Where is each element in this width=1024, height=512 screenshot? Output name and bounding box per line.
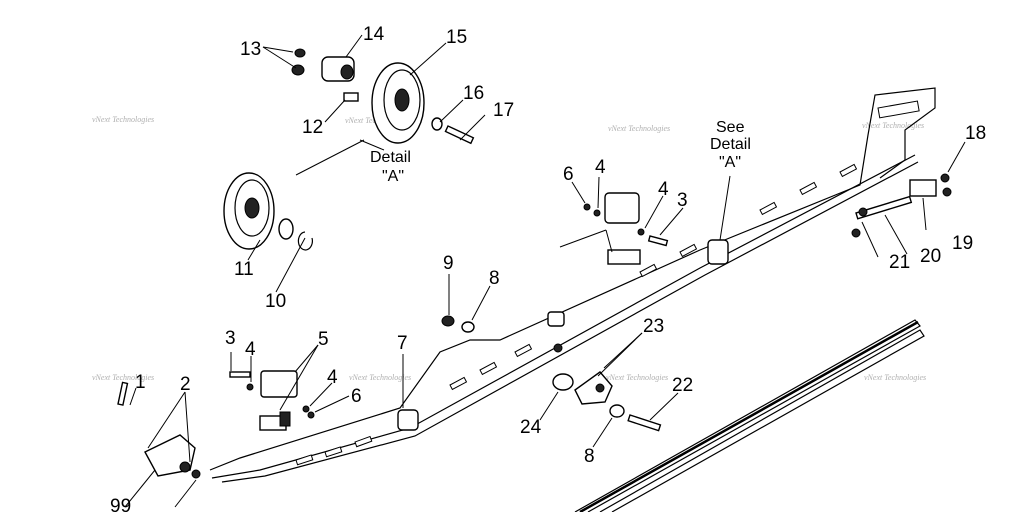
see-detail-line3: "A" bbox=[719, 154, 741, 171]
callout-23: 23 bbox=[643, 316, 664, 337]
callout-2: 2 bbox=[180, 374, 191, 395]
callout-20: 20 bbox=[920, 246, 941, 267]
callout-12: 12 bbox=[302, 117, 323, 138]
callout-19: 19 bbox=[952, 233, 973, 254]
callout-8-bottom: 8 bbox=[584, 446, 595, 467]
detail-a-label-line1: Detail bbox=[370, 149, 411, 166]
callout-1: 1 bbox=[135, 372, 146, 393]
wear-strip bbox=[574, 319, 925, 512]
callout-18: 18 bbox=[965, 123, 986, 144]
watermarks: vNext Technologies vNext Technologies vN… bbox=[92, 115, 926, 382]
detail-a-label-line2: "A" bbox=[382, 168, 404, 185]
callout-6-left: 6 bbox=[351, 386, 362, 407]
detail-a-parts bbox=[223, 48, 475, 251]
watermark: vNext Technologies bbox=[862, 121, 924, 130]
callout-15: 15 bbox=[446, 27, 467, 48]
callout-8-top: 8 bbox=[489, 268, 500, 289]
watermark: vNext Technologies bbox=[92, 115, 154, 124]
callout-6-right: 6 bbox=[563, 164, 574, 185]
watermark: vNext Technologies bbox=[608, 124, 670, 133]
callout-4-mid: 4 bbox=[327, 367, 338, 388]
rear-end-parts bbox=[851, 173, 952, 238]
callout-22: 22 bbox=[672, 375, 693, 396]
callout-3-right: 3 bbox=[677, 190, 688, 211]
rear-mount-parts bbox=[441, 192, 669, 432]
callout-labels: 13 14 15 12 16 17 11 10 1 2 99 3 4 5 4 6… bbox=[110, 24, 986, 512]
callout-7: 7 bbox=[397, 333, 408, 354]
callout-11: 11 bbox=[234, 259, 254, 280]
callout-4-right: 4 bbox=[658, 179, 669, 200]
callout-16: 16 bbox=[463, 83, 484, 104]
watermark: vNext Technologies bbox=[349, 373, 411, 382]
front-mount-parts bbox=[117, 370, 315, 479]
watermark: vNext Technologies bbox=[606, 373, 668, 382]
slide-rail bbox=[209, 87, 936, 483]
watermark: vNext Technologies bbox=[864, 373, 926, 382]
leader-lines bbox=[124, 34, 966, 508]
callout-10: 10 bbox=[265, 291, 286, 312]
callout-99: 99 bbox=[110, 496, 131, 512]
callout-21: 21 bbox=[889, 252, 910, 273]
see-detail-line2: Detail bbox=[710, 136, 751, 153]
see-detail-line1: See bbox=[716, 119, 745, 136]
callout-24: 24 bbox=[520, 417, 542, 438]
callout-4-right-top: 4 bbox=[595, 157, 606, 178]
callout-9: 9 bbox=[443, 253, 454, 274]
callout-13: 13 bbox=[240, 39, 261, 60]
callout-5: 5 bbox=[318, 329, 329, 350]
callout-17: 17 bbox=[493, 100, 514, 121]
callout-4-left: 4 bbox=[245, 339, 256, 360]
callout-3-left: 3 bbox=[225, 328, 236, 349]
callout-14: 14 bbox=[363, 24, 385, 45]
watermark: vNext Technologies bbox=[92, 373, 154, 382]
